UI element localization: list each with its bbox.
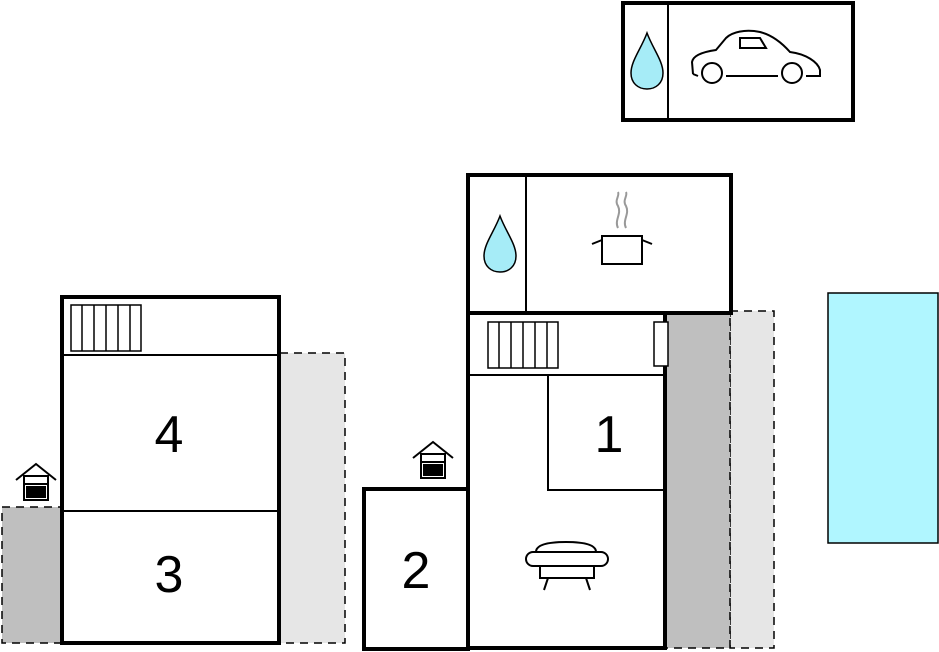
carport [621, 1, 855, 122]
car-icon [690, 29, 821, 84]
room-label-3: 3 [155, 546, 184, 604]
stairs-icon [70, 304, 142, 352]
fireplace-icon [653, 321, 669, 367]
main-building [362, 173, 733, 651]
house-entrance-icon [15, 463, 57, 501]
house-entrance-icon [412, 441, 454, 479]
terrace-covered-left [1, 506, 63, 644]
pool [827, 292, 939, 544]
cooking-pot-icon [591, 191, 653, 265]
terrace-dashed-left-side [279, 352, 346, 644]
room-label-2: 2 [402, 542, 431, 600]
room-label-1: 1 [595, 406, 624, 464]
room-label-4: 4 [155, 406, 184, 464]
terrace-dashed-right [729, 310, 775, 649]
sofa-icon [525, 540, 609, 591]
annex-building [60, 295, 281, 645]
stairs-icon [487, 321, 559, 369]
terrace-covered-right [664, 312, 731, 649]
